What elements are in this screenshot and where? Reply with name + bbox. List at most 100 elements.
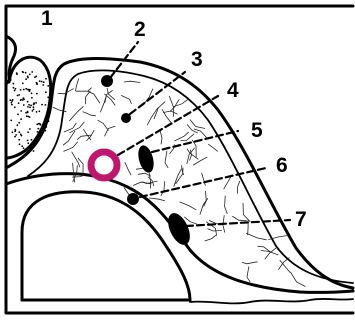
texture-crack [70,122,84,133]
stipple-dot [11,102,13,104]
stipple-dot [31,71,33,73]
stipple-dot [27,142,29,144]
stipple-dot [14,129,16,131]
stipple-dot [30,105,32,107]
stipple-dot [13,87,15,89]
texture-crack [76,79,79,91]
label-4: 4 [227,79,239,102]
stipple-dot [10,120,12,122]
stipple-dot [15,134,17,136]
texture-crack [237,181,239,193]
stipple-dot [37,131,39,133]
structure-5-oval [136,144,157,175]
stipple-dot [34,76,36,78]
texture-crack [121,96,131,104]
texture-crack [246,233,266,240]
stipple-dot [29,74,31,76]
texture-crack [280,260,290,272]
stipple-dot [22,99,24,101]
texture-crack [125,163,131,175]
stipple-dot [17,113,19,115]
texture-crack [138,173,150,176]
stipple-dot [20,110,22,112]
texture-crack [187,125,197,133]
stipple-dot [20,89,22,91]
texture-crack [190,120,205,129]
label-6: 6 [276,154,288,177]
stipple-dot [17,124,19,126]
texture-crack [173,99,188,107]
stipple-dot [16,72,18,74]
texture-crack [225,196,228,214]
stipple-dot [38,123,40,125]
texture-crack [291,272,306,286]
stipple-dots [9,71,49,152]
label-1: 1 [41,7,53,30]
texture-crack [202,173,206,185]
texture-crack [169,96,173,116]
texture-crack [243,203,250,222]
stipple-dot [31,139,33,141]
stipple-dot [11,104,13,106]
texture-crack [149,198,164,201]
texture-crack [165,151,168,168]
stipple-dot [29,106,31,108]
texture-crack [242,262,257,264]
stipple-dot [41,104,43,106]
stipple-dot [27,106,29,108]
leader-line-4 [118,96,218,155]
stipple-dot [36,93,38,95]
texture-crack [70,106,84,120]
texture-crack [194,129,207,138]
stipple-dot [31,93,33,95]
stipple-dot [33,106,35,108]
stipple-dot [11,100,13,102]
highlighted-ring [91,152,117,178]
stipple-dot [31,97,33,99]
label-2: 2 [134,18,146,41]
stipple-dot [38,110,40,112]
stipple-dot [47,96,49,98]
stipple-dot [27,75,29,77]
stipple-dot [15,88,17,90]
stipple-dot [33,102,35,104]
stipple-dot [19,143,21,145]
texture-crack [208,229,222,231]
stipple-dot [12,131,14,133]
stipple-dot [18,139,20,141]
label-5: 5 [251,119,263,142]
dotted-mass [6,57,51,158]
stipple-dot [39,80,41,82]
stipple-dot [25,88,27,90]
stipple-dot [45,104,47,106]
texture-crack [163,111,177,114]
stipple-dot [22,97,24,99]
texture-crack [83,112,96,116]
texture-crack [175,132,189,141]
stipple-dot [27,116,29,118]
texture-crack [180,202,196,210]
bottom-wavy-line [190,299,353,304]
label-7: 7 [295,208,307,231]
stipple-dot [14,90,16,92]
texture-crack [185,217,197,224]
stipple-dot [28,104,30,106]
stipple-dot [23,147,25,149]
stipple-dot [17,95,19,97]
stipple-dot [18,102,20,104]
stipple-dot [27,111,29,113]
texture-crack [205,235,216,241]
texture-crack [85,91,90,104]
stipple-dot [33,109,35,111]
label-3: 3 [191,48,203,71]
stipple-dot [20,118,22,120]
stipple-dot [42,84,44,86]
stipple-dot [21,145,23,147]
stipple-dot [23,89,25,91]
stipple-dot [20,134,22,136]
stipple-dot [14,136,16,138]
stipple-dot [24,149,26,151]
stipple-dot [18,122,20,124]
stipple-dot [35,139,37,141]
